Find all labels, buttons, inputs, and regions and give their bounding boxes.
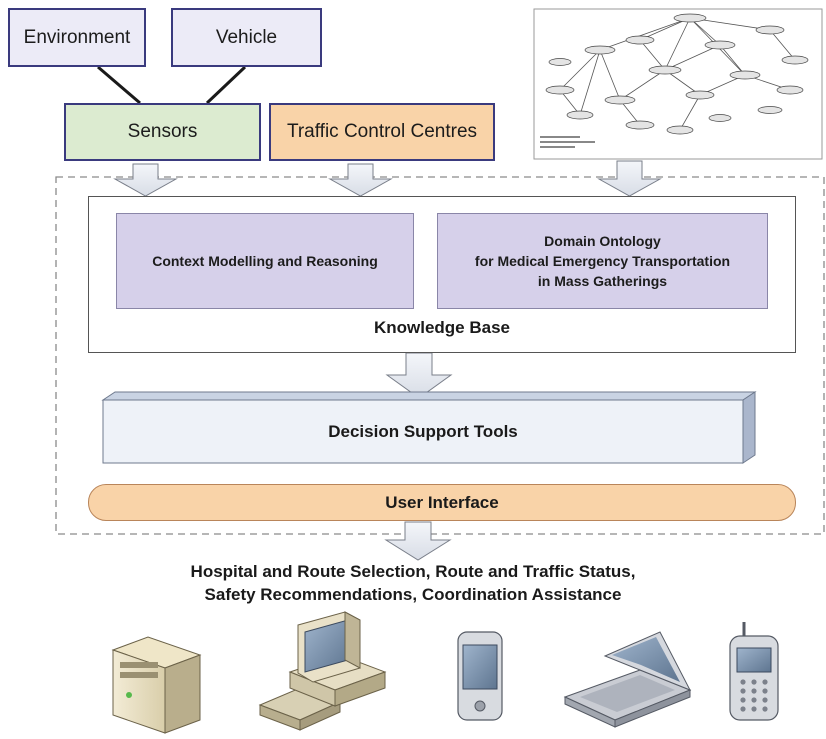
ontology-line: Domain Ontology (544, 233, 661, 249)
environment-label: Environment (23, 26, 131, 48)
desktop-computer-icon (258, 611, 387, 731)
sensors-label: Sensors (127, 121, 198, 142)
ontology-graph-image (533, 8, 823, 160)
traffic-to-kb-arrow (328, 163, 393, 197)
knowledge-base-label: Knowledge Base (373, 318, 511, 337)
pda-icon (457, 631, 503, 721)
decision-support-slab (101, 391, 757, 464)
environment-box: Environment (8, 8, 146, 67)
decision-support-box: Decision Support Tools (103, 400, 743, 463)
sensors-box: Sensors (64, 103, 261, 161)
environment-to-sensors-line (97, 65, 141, 105)
ui-to-outputs-arrow (384, 521, 452, 561)
vehicle-to-sensors-line (205, 65, 247, 105)
ontology-to-kb-arrow (597, 160, 662, 197)
server-icon (111, 636, 202, 734)
vehicle-label: Vehicle (215, 26, 278, 48)
outputs-line: Safety Recommendations, Coordination Ass… (204, 585, 622, 604)
kb-to-dst-arrow (385, 352, 453, 399)
system-boundary (55, 176, 825, 535)
outputs-line: Hospital and Route Selection, Route and … (190, 562, 636, 581)
mobile-phone-icon (729, 622, 779, 721)
ontology-line: in Mass Gatherings (537, 273, 668, 289)
decision-support-label: Decision Support Tools (328, 421, 518, 441)
sensors-to-kb-arrow (113, 163, 178, 197)
user-interface-label: User Interface (385, 492, 499, 512)
context-modelling-box: Context Modelling and Reasoning (116, 213, 414, 309)
laptop-icon (563, 631, 692, 728)
outputs-text: Hospital and Route Selection, Route and … (0, 560, 826, 606)
ontology-line: for Medical Emergency Transportation (474, 253, 731, 269)
domain-ontology-box: Domain Ontology for Medical Emergency Tr… (437, 213, 768, 309)
vehicle-box: Vehicle (171, 8, 322, 67)
context-modelling-label: Context Modelling and Reasoning (152, 253, 378, 269)
traffic-control-box: Traffic Control Centres (269, 103, 495, 161)
user-interface-bar: User Interface (88, 484, 796, 521)
traffic-control-label: Traffic Control Centres (286, 121, 478, 142)
